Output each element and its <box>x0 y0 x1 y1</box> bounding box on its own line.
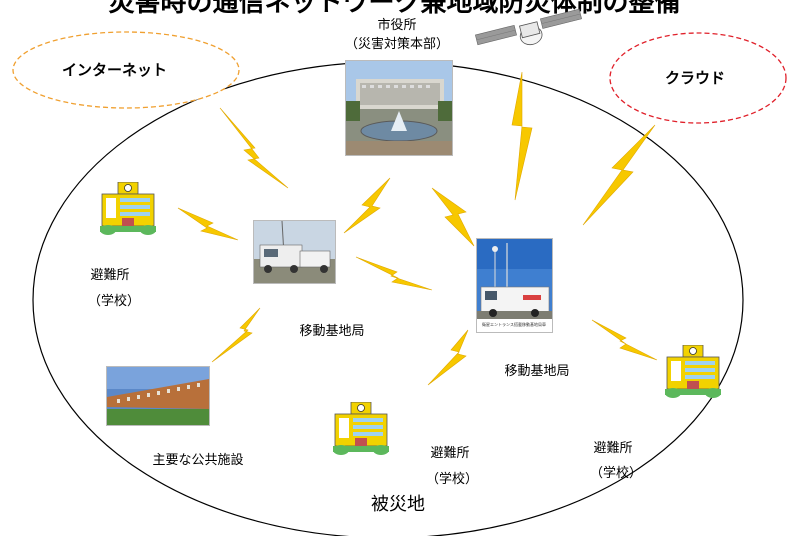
school-center-icon <box>333 401 389 460</box>
lightning-bolt-10 <box>591 319 658 361</box>
public-facility-label: 主要な公共施設 <box>152 453 244 468</box>
cloud-shape <box>609 32 787 124</box>
city-hall-subtitle: （災害対策本部） <box>344 37 449 52</box>
shelter-right-type: （学校） <box>589 466 642 481</box>
mobile-base-2-caption: 衛星エントランス搭載移動基地局車 <box>482 322 546 327</box>
mobile-base-1-label: 移動基地局 <box>299 324 365 339</box>
shelter-right-name: 避難所 <box>593 441 633 456</box>
lightning-bolt-7 <box>355 256 433 291</box>
satellite-icon <box>475 8 582 46</box>
school-left-icon <box>100 181 156 240</box>
shelter-left-type: （学校） <box>87 294 140 309</box>
lightning-bolt-5 <box>511 71 533 201</box>
shelter-center-type: （学校） <box>425 472 478 487</box>
mobile-base-1-photo <box>253 220 336 284</box>
mobile-base-2-photo <box>476 238 553 333</box>
public-facility-photo <box>106 366 210 426</box>
lightning-bolt-4 <box>431 187 475 247</box>
lightning-bolt-3 <box>343 177 391 234</box>
cloud-label: クラウド <box>665 69 726 87</box>
disaster-area-label: 被災地 <box>371 494 425 515</box>
lightning-bolt-9 <box>427 329 469 386</box>
diagram-title: 災害時の通信ネットワーク兼地域防災体制の整備 <box>108 0 681 18</box>
lightning-bolt-1 <box>219 107 289 189</box>
city-hall-photo <box>345 60 453 156</box>
lightning-bolt-6 <box>582 124 656 226</box>
school-right-icon <box>665 344 721 403</box>
city-hall-label: 市役所 （災害対策本部） <box>342 14 452 52</box>
shelter-center-name: 避難所 <box>430 446 470 461</box>
lightning-bolt-2 <box>177 207 239 241</box>
mobile-base-2-label: 移動基地局 <box>504 364 570 379</box>
city-hall-name: 市役所 <box>377 18 417 33</box>
shelter-left-name: 避難所 <box>90 268 130 283</box>
internet-label: インターネット <box>62 61 168 79</box>
lightning-bolt-8 <box>211 307 261 363</box>
internet-cloud-shape <box>12 31 240 109</box>
